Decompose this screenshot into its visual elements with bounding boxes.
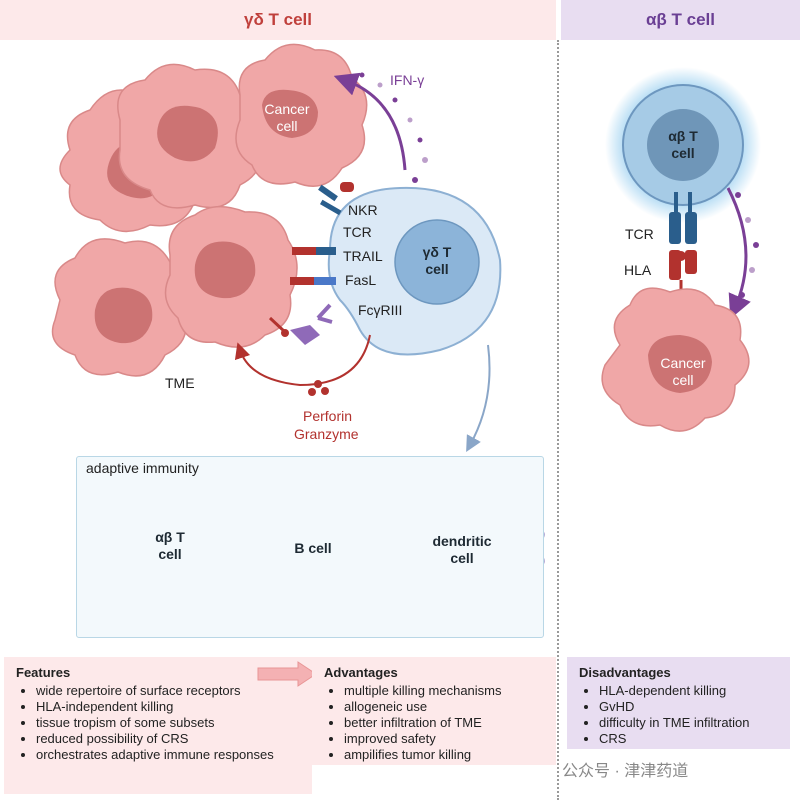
perforin-dots [308, 380, 329, 396]
ab-section-header: αβ T cell [561, 0, 800, 40]
list-item: CRS [599, 731, 778, 747]
section-divider [557, 40, 559, 800]
list-item: HLA-independent killing [36, 699, 300, 715]
ifn-label: IFN-γ [390, 72, 425, 88]
ifn-dots [359, 72, 428, 183]
advantages-box: Advantages multiple killing mechanisms a… [312, 657, 556, 765]
list-item: tissue tropism of some subsets [36, 715, 300, 731]
perforin-label: Perforin [303, 408, 353, 424]
tcr-hla-pair [669, 192, 697, 310]
receptor-label-fasl: FasL [345, 272, 377, 288]
list-item: allogeneic use [344, 699, 544, 715]
gd-t-cell [327, 186, 502, 356]
features-title: Features [16, 665, 71, 680]
advantages-title: Advantages [324, 665, 398, 680]
tme-label: TME [165, 375, 195, 391]
advantages-list: multiple killing mechanisms allogeneic u… [324, 683, 544, 763]
ab-t-cell-right [605, 67, 761, 223]
disadvantages-box: Disadvantages HLA-dependent killing GvHD… [567, 657, 790, 749]
receptor-label-trail: TRAIL [343, 248, 383, 264]
list-item: wide repertoire of surface receptors [36, 683, 300, 699]
receptor-label-nkr: NKR [348, 202, 378, 218]
features-box: Features wide repertoire of surface rece… [4, 657, 312, 794]
disadvantages-list: HLA-dependent killing GvHD difficulty in… [579, 683, 778, 747]
ifn-arrow [333, 72, 407, 171]
list-item: reduced possibility of CRS [36, 731, 300, 747]
list-item: better infiltration of TME [344, 715, 544, 731]
list-item: difficulty in TME infiltration [599, 715, 778, 731]
list-item: improved safety [344, 731, 544, 747]
list-item: ampilifies tumor killing [344, 747, 544, 763]
cancer-cell-cluster [51, 43, 368, 377]
features-list: wide repertoire of surface receptors HLA… [16, 683, 300, 763]
receptor-label-fcgriii: FcγRIII [358, 302, 403, 318]
adaptive-immunity-box [76, 456, 544, 638]
list-item: HLA-dependent killing [599, 683, 778, 699]
gd-section-header: γδ T cell [0, 0, 556, 40]
right-cytokine-dots [735, 192, 759, 298]
granzyme-label: Granzyme [294, 426, 359, 442]
perforin-arrow [234, 334, 371, 387]
adaptive-immunity-title: adaptive immunity [86, 460, 199, 476]
b-cell-label: B cell [294, 540, 332, 556]
watermark: 公众号 · 津津药道 [562, 763, 689, 780]
list-item: multiple killing mechanisms [344, 683, 544, 699]
receptor-label-tcr: TCR [343, 224, 372, 240]
disadvantages-title: Disadvantages [579, 665, 671, 680]
tcr-label-right: TCR [625, 226, 654, 242]
list-item: orchestrates adaptive immune responses [36, 747, 300, 763]
receptor-ligand-pairs [268, 182, 354, 345]
cancer-cell-right [601, 287, 750, 432]
list-item: GvHD [599, 699, 778, 715]
hla-label-right: HLA [624, 262, 652, 278]
adaptive-arrow [466, 344, 491, 452]
